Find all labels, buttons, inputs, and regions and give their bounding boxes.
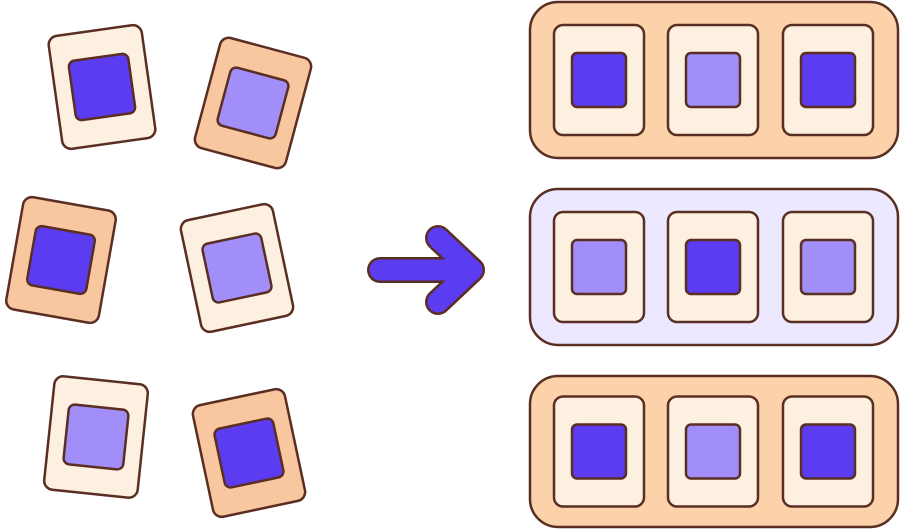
tray-slot-square [570, 423, 628, 480]
card-square [201, 232, 273, 304]
card-square [216, 66, 290, 140]
tray [528, 0, 900, 160]
tray-slot-square [570, 238, 628, 296]
tray-slot-square [570, 51, 628, 109]
tray [528, 374, 900, 529]
scattered-cards [4, 23, 313, 519]
arrow-right-icon [367, 225, 485, 315]
tray-slot-square [799, 51, 857, 109]
scattered-card [191, 387, 307, 519]
scattered-card [47, 23, 157, 151]
tray-slot-square [799, 423, 857, 480]
tray-slot-square [799, 238, 857, 296]
tray-slot-square [684, 51, 742, 109]
organized-trays [528, 0, 900, 529]
card-square [25, 224, 97, 296]
tray-slot-square [684, 423, 742, 480]
arrow-fill [369, 227, 483, 313]
scattered-card [193, 36, 313, 170]
card-square [62, 403, 130, 471]
scattered-card [42, 375, 150, 499]
card-square [67, 52, 137, 122]
tray-slot-square [684, 238, 742, 296]
tray [528, 187, 900, 347]
scattered-card [179, 202, 295, 334]
scattered-card [4, 195, 118, 325]
card-square [213, 417, 285, 489]
